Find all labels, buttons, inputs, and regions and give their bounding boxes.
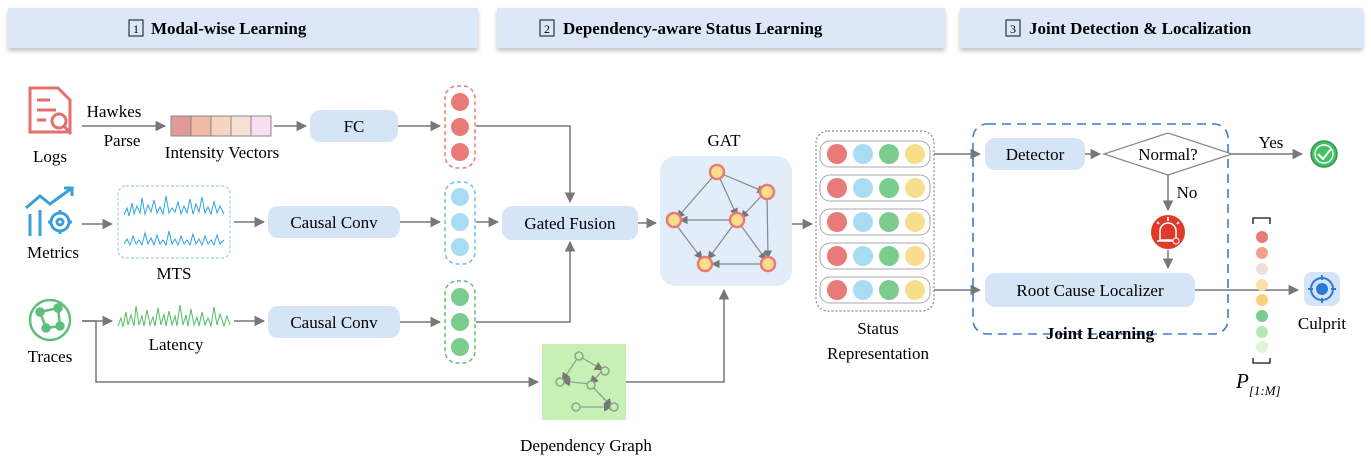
stage-2-title: Dependency-aware Status Learning (563, 19, 823, 38)
status-cell (905, 144, 925, 164)
probability-main: P (1235, 369, 1249, 393)
traces-icon (28, 298, 72, 342)
detector-label: Detector (1006, 145, 1065, 164)
status-cell (905, 280, 925, 300)
gated-fusion-box (502, 206, 638, 240)
trace-causal-conv-label: Causal Conv (290, 313, 378, 332)
dependency-graph (542, 344, 626, 420)
stage-2-number: 2 (544, 22, 550, 36)
culprit-target-icon (1304, 272, 1340, 306)
status-label-line2: Representation (827, 344, 929, 363)
status-cell (853, 178, 873, 198)
intensity-vectors-label: Intensity Vectors (165, 143, 279, 162)
status-cell (879, 212, 899, 232)
trace-embedding-vector (444, 280, 476, 364)
stage-3-title: Joint Detection & Localization (1029, 19, 1252, 38)
stage-header-2: 2 Dependency-aware Status Learning (497, 8, 945, 48)
status-cell (827, 212, 847, 232)
arrow-tracevec-fusion (476, 240, 576, 323)
arrow-traces-depgraph (82, 320, 540, 388)
root-cause-localizer-box (985, 273, 1195, 307)
status-cell (853, 212, 873, 232)
status-cell (853, 280, 873, 300)
status-row (819, 242, 931, 270)
arrow-depgraph-gat (626, 288, 730, 383)
probability-vector (1252, 217, 1271, 364)
mts-plot (117, 185, 231, 259)
status-row (819, 140, 931, 168)
normal-label: Normal? (1138, 145, 1197, 164)
latency-label: Latency (149, 335, 204, 354)
traces-label: Traces (28, 347, 73, 366)
status-row (819, 208, 931, 236)
status-cell (827, 178, 847, 198)
metrics-icon (25, 186, 74, 236)
stage-header-3: 3 Joint Detection & Localization (960, 8, 1363, 48)
arrow-logvec-fusion (476, 125, 576, 204)
dependency-graph-label: Dependency Graph (520, 436, 652, 455)
latency-plot (117, 304, 231, 328)
logs-label: Logs (33, 147, 67, 166)
status-cell (827, 246, 847, 266)
joint-learning-label: Joint Learning (1046, 324, 1155, 343)
stage-header-1: 1 Modal-wise Learning (8, 8, 478, 48)
gat-graph (660, 156, 792, 286)
intensity-vector-bar (170, 115, 272, 137)
log-embedding-vector (444, 85, 476, 169)
status-cell (827, 144, 847, 164)
status-row (819, 174, 931, 202)
status-cell (853, 144, 873, 164)
detector-box (985, 138, 1085, 170)
logs-icon (28, 86, 73, 135)
stage-1-number: 1 (133, 22, 139, 36)
joint-learning-frame (972, 123, 1229, 335)
no-label: No (1177, 183, 1198, 202)
stage-3-number: 3 (1010, 22, 1016, 36)
status-row (819, 276, 931, 304)
trace-causal-conv-box (268, 306, 400, 338)
status-cell (905, 178, 925, 198)
metric-embedding-vector (444, 181, 476, 265)
yes-label: Yes (1259, 133, 1284, 152)
fc-label: FC (344, 117, 365, 136)
fc-box (310, 110, 398, 142)
stage-1-title: Modal-wise Learning (151, 19, 307, 38)
status-cell (905, 212, 925, 232)
check-icon (1310, 140, 1338, 168)
metric-causal-conv-box (268, 206, 400, 238)
status-cell (879, 246, 899, 266)
status-label-line1: Status (857, 319, 899, 338)
mts-label: MTS (157, 264, 192, 283)
status-cell (827, 280, 847, 300)
status-cell (879, 144, 899, 164)
status-representation-matrix (815, 130, 935, 312)
root-cause-localizer-label: Root Cause Localizer (1016, 281, 1164, 300)
status-cell (853, 246, 873, 266)
status-cell (905, 246, 925, 266)
gat-label: GAT (707, 131, 741, 150)
status-cell (879, 280, 899, 300)
metrics-label: Metrics (27, 243, 79, 262)
probability-subscript: [1:M] (1249, 383, 1281, 398)
metric-causal-conv-label: Causal Conv (290, 213, 378, 232)
culprit-label: Culprit (1298, 314, 1346, 333)
gated-fusion-label: Gated Fusion (524, 214, 616, 233)
probability-label: P[1:M] (1235, 369, 1281, 398)
parse-label: Parse (104, 131, 141, 150)
alarm-icon (1151, 215, 1185, 249)
hawkes-label: Hawkes (87, 102, 142, 121)
status-cell (879, 178, 899, 198)
